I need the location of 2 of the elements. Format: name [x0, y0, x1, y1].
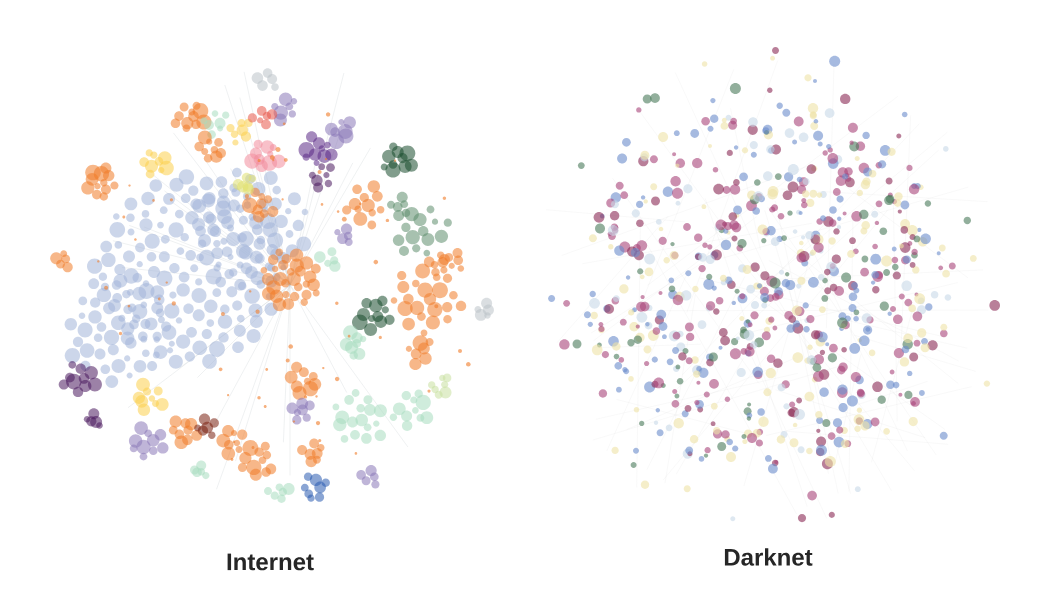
caption-label: Darknet — [724, 548, 813, 566]
caption-label: Internet — [227, 553, 314, 571]
